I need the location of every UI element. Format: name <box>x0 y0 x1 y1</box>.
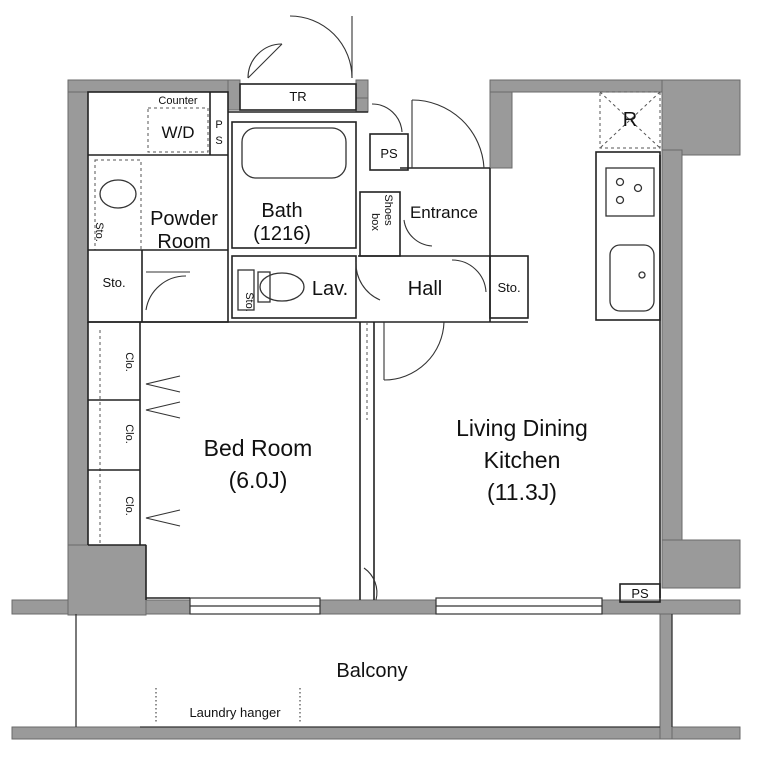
bath-size: (1216) <box>253 223 311 245</box>
bathtub <box>241 127 347 179</box>
toilet <box>259 272 305 302</box>
washer-dryer <box>147 107 209 153</box>
wall-top-right-block <box>661 79 741 156</box>
sto-powder-label: Sto. <box>93 222 105 242</box>
ps-top-label-1: P <box>215 119 222 131</box>
sto-left-label: Sto. <box>102 275 125 290</box>
shoes-label-1: Shoes <box>382 194 394 226</box>
balcony-label: Balcony <box>336 660 407 682</box>
hall-label: Hall <box>408 278 442 300</box>
closet-door-1 <box>145 375 181 393</box>
tr-unit <box>239 83 357 111</box>
closet-label-3: Clo. <box>123 496 135 516</box>
entrance-door <box>411 99 485 169</box>
hall-storage-door <box>451 259 487 293</box>
wall-bottom-left-block <box>67 544 147 616</box>
burner-2 <box>633 183 643 193</box>
balcony-rail <box>11 726 741 740</box>
living-area: (11.3J) <box>487 479 557 505</box>
ps-entry-label: PS <box>380 146 398 161</box>
living-label-1: Living Dining <box>456 415 588 441</box>
powder-label-1: Powder <box>150 208 218 230</box>
living-door <box>383 321 445 381</box>
closet-label-2: Clo. <box>123 424 135 444</box>
bedroom-area: (6.0J) <box>229 467 288 493</box>
wall-left <box>67 79 89 601</box>
labels: Living Dining Kitchen (11.3J) Bed Room (… <box>93 89 649 720</box>
ps-corner-label: PS <box>631 586 649 601</box>
wall-stub <box>355 97 369 113</box>
lav-outline <box>231 255 357 319</box>
wall-bottom-mid <box>317 599 439 615</box>
lav-label: Lav. <box>312 278 348 300</box>
kitchen-counter <box>595 151 661 321</box>
closet-label-1: Clo. <box>123 352 135 372</box>
balcony-right-post <box>659 613 673 740</box>
exterior-walls <box>11 79 741 740</box>
wall-right <box>661 149 683 561</box>
wall-top-tr-left <box>227 79 241 111</box>
bath-room-outline <box>231 121 357 249</box>
ps-top-label-2: S <box>215 135 222 147</box>
wall-right-bottom-block <box>661 539 741 589</box>
ps-corner-box <box>619 583 661 603</box>
powder-sink <box>99 179 137 209</box>
wd-label: W/D <box>161 123 194 142</box>
tr-door-left <box>247 43 283 79</box>
laundry-hanger-label: Laundry hanger <box>189 705 281 720</box>
doors <box>145 15 487 601</box>
ps-entry-box <box>369 133 409 171</box>
tr-door-right <box>289 15 353 79</box>
refrigerator-label: R <box>623 109 637 131</box>
lav-storage <box>237 269 255 311</box>
bath-label: Bath <box>261 200 302 222</box>
shoes-label-2: box <box>369 213 381 231</box>
powder-door <box>145 275 187 311</box>
closet-door-2 <box>145 401 181 419</box>
wall-top-left <box>67 79 229 93</box>
burner-1 <box>615 177 625 187</box>
refrigerator-space <box>599 91 661 149</box>
bedroom-label: Bed Room <box>204 435 313 461</box>
cooktop <box>605 167 655 217</box>
hall-storage <box>489 255 529 319</box>
interior-walls <box>87 83 661 603</box>
kitchen <box>595 91 661 321</box>
tr-label: TR <box>289 89 306 104</box>
sto-hall-label: Sto. <box>497 280 520 295</box>
closet-door-3 <box>145 509 181 527</box>
lav-door <box>355 261 381 301</box>
burner-3 <box>615 195 625 205</box>
kitchen-sink <box>609 244 655 312</box>
wall-notch <box>489 79 513 169</box>
living-label-2: Kitchen <box>484 447 561 473</box>
windows <box>189 597 603 615</box>
sto-lav-label: Sto. <box>243 292 255 312</box>
entrance-label: Entrance <box>410 203 478 222</box>
counter-label: Counter <box>158 95 197 107</box>
powder-label-2: Room <box>157 231 210 253</box>
balcony <box>75 614 673 728</box>
